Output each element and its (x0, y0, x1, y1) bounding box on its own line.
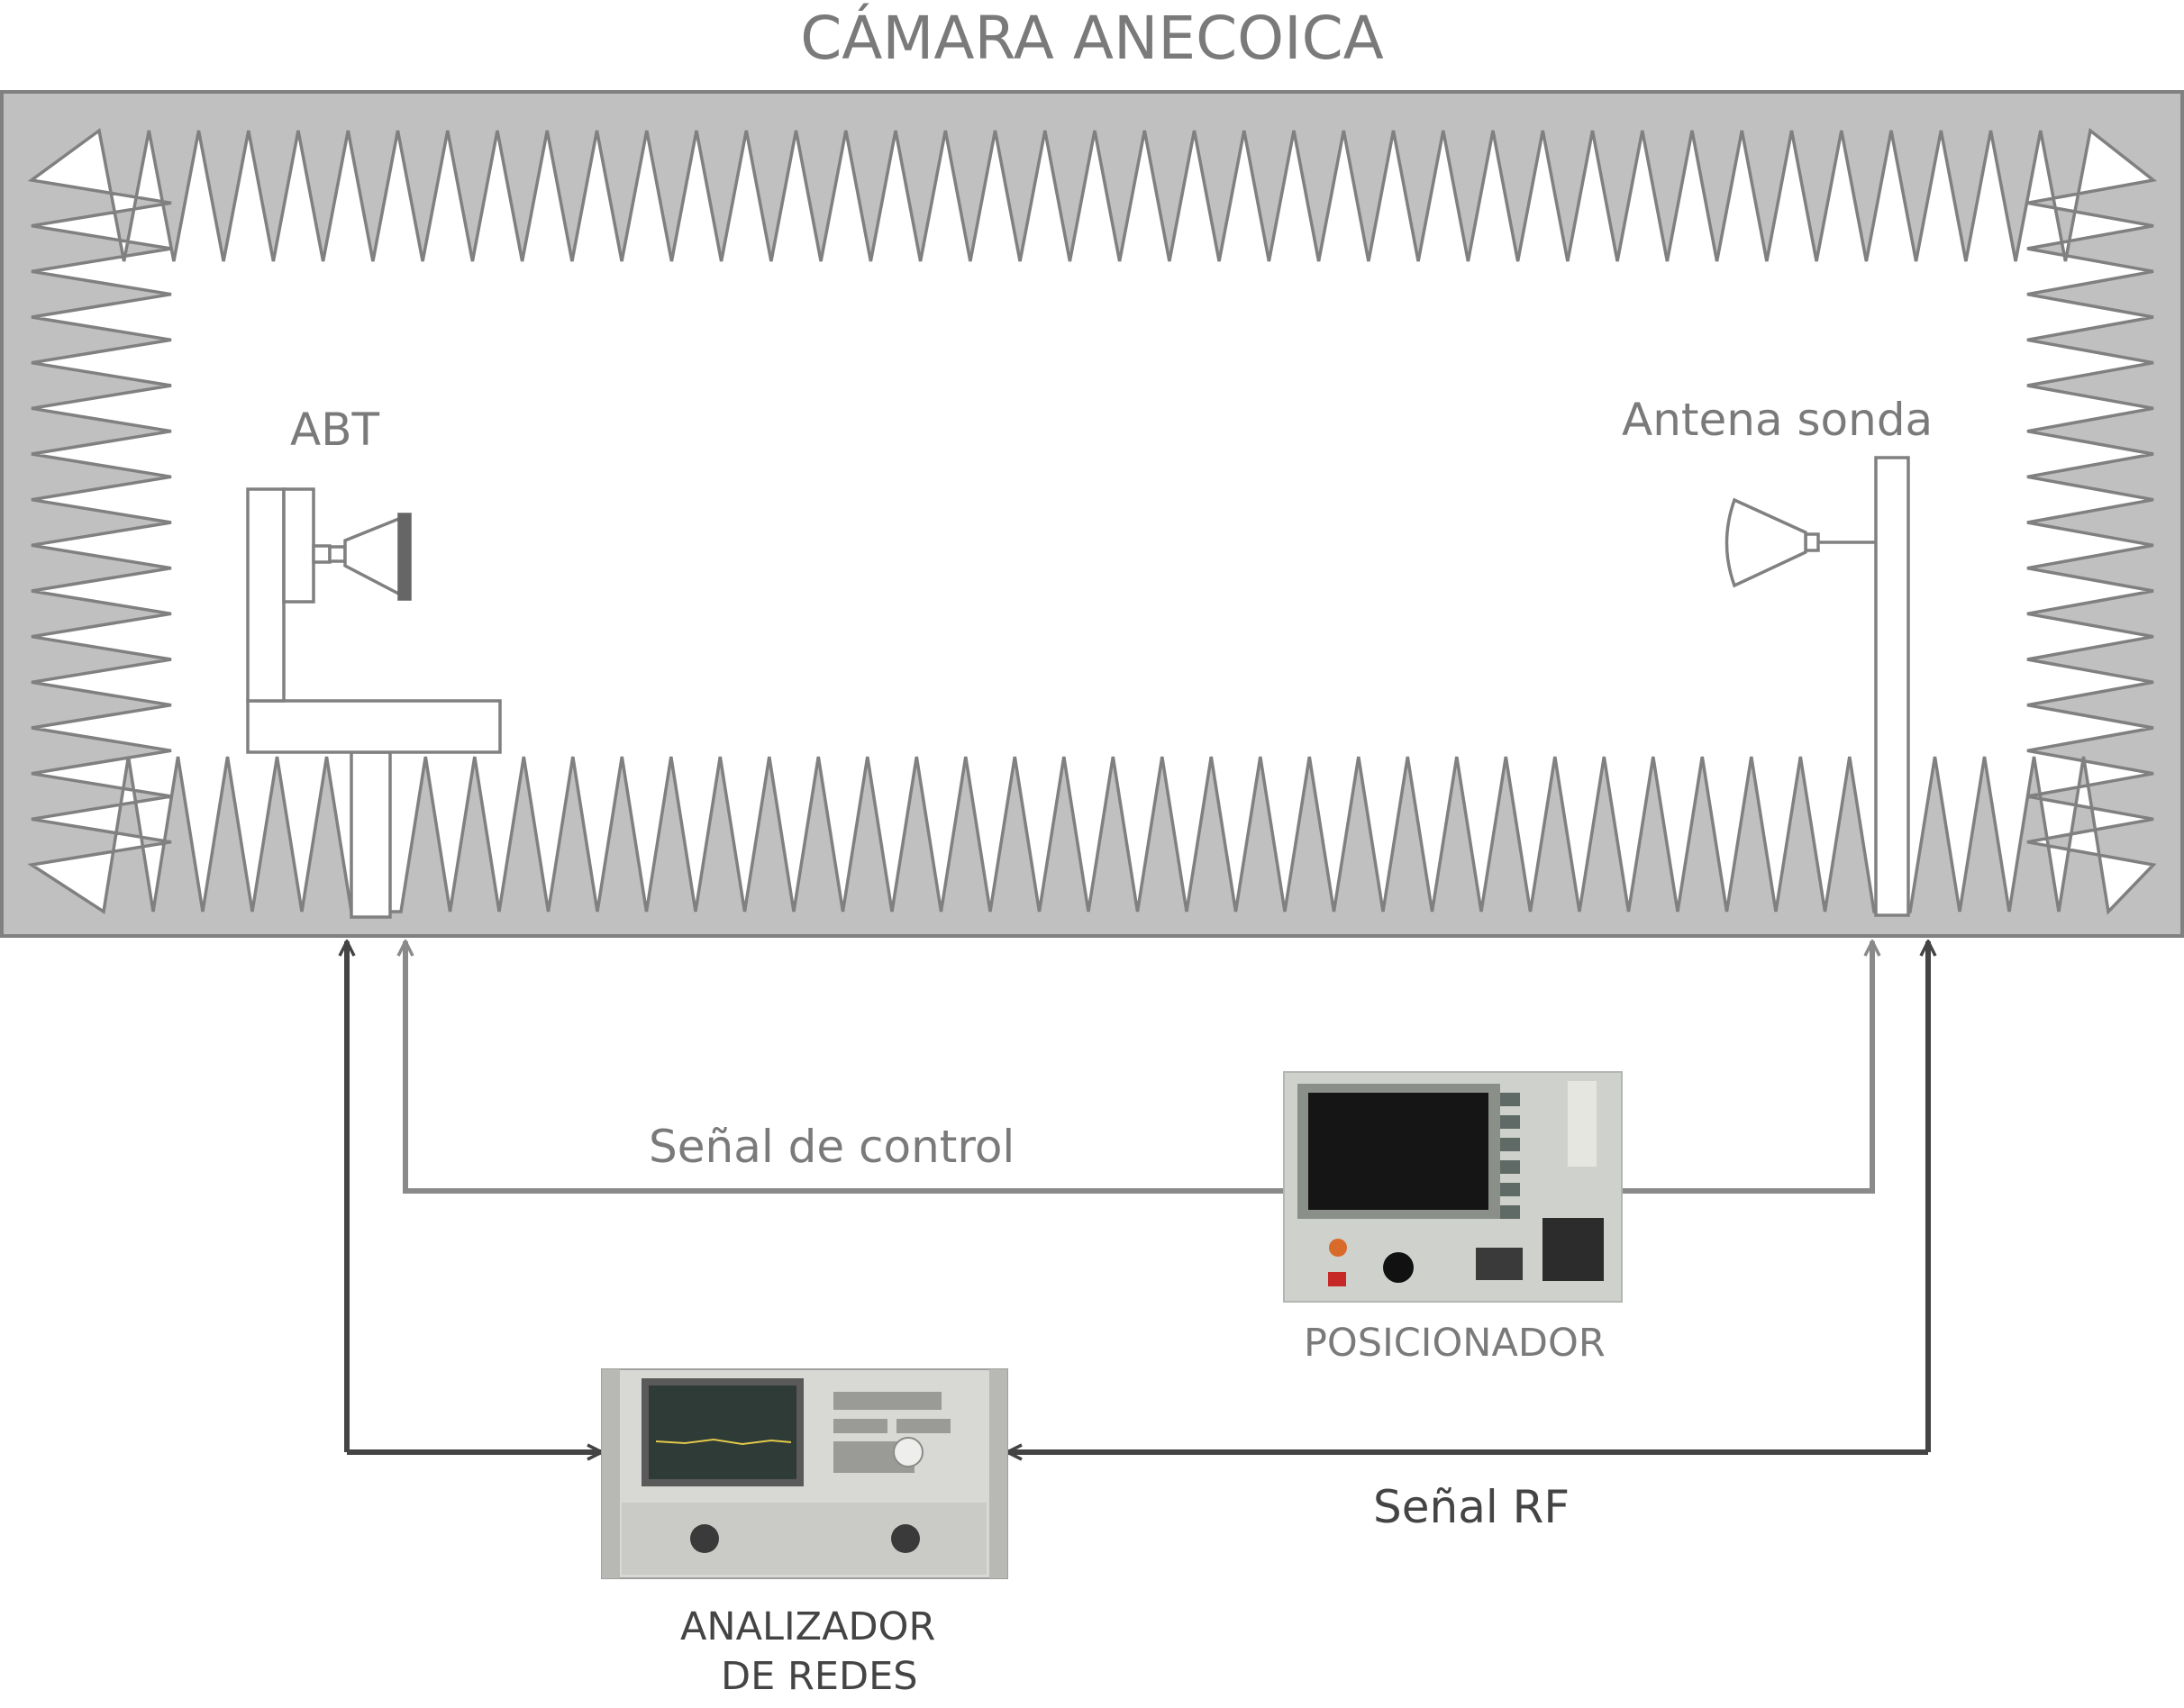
aut-assembly (246, 487, 502, 919)
rf-signal-label: Señal RF (1373, 1481, 1570, 1533)
probe-antenna-label: Antena sonda (1622, 394, 1934, 446)
probe-mast (1874, 456, 1910, 917)
aut-arm (246, 699, 502, 754)
control-signal-label: Señal de control (649, 1121, 1015, 1173)
positioner-arrow-keys (1476, 1248, 1523, 1280)
aut-upright (246, 487, 286, 703)
vna-screen (649, 1385, 796, 1479)
probe-horn-icon (1724, 497, 1807, 588)
positioner-label-strip (1568, 1081, 1597, 1167)
probe-connector (1804, 532, 1820, 552)
positioner-device (1283, 1071, 1623, 1303)
vna-port-1 (690, 1524, 719, 1553)
positioner-red-button (1328, 1272, 1346, 1286)
network-analyzer-label-line1: ANALIZADOR (680, 1604, 936, 1649)
vna-port-2 (891, 1524, 920, 1553)
positioner-orange-button (1329, 1239, 1347, 1257)
positioner-softkeys (1500, 1093, 1520, 1219)
quiet-zone (27, 127, 2158, 915)
aut-mount-plate (282, 487, 315, 604)
vna-handle-left (602, 1369, 620, 1578)
vna-lower-panel (622, 1503, 987, 1575)
control-line-aut (405, 941, 1284, 1194)
positioner-screen (1308, 1093, 1488, 1210)
aut-feed (328, 545, 347, 563)
positioner-knob (1383, 1252, 1414, 1283)
chamber-title: CÁMARA ANECOICA (800, 4, 1384, 73)
aut-horn-aperture (397, 513, 412, 601)
aut-connector (312, 544, 332, 564)
control-line-probe (1622, 941, 1872, 1194)
vna-knob (893, 1437, 924, 1467)
network-analyzer-label-line2: DE REDES (721, 1654, 918, 1699)
vna-handle-right (989, 1369, 1007, 1578)
probe-assembly (1724, 456, 1910, 917)
vna-trace (655, 1438, 792, 1446)
positioner-keypad (1542, 1218, 1604, 1281)
aut-label: ABT (290, 404, 380, 456)
network-analyzer-device (601, 1368, 1008, 1579)
aut-mast (350, 750, 392, 919)
positioner-label: POSICIONADOR (1304, 1321, 1606, 1366)
